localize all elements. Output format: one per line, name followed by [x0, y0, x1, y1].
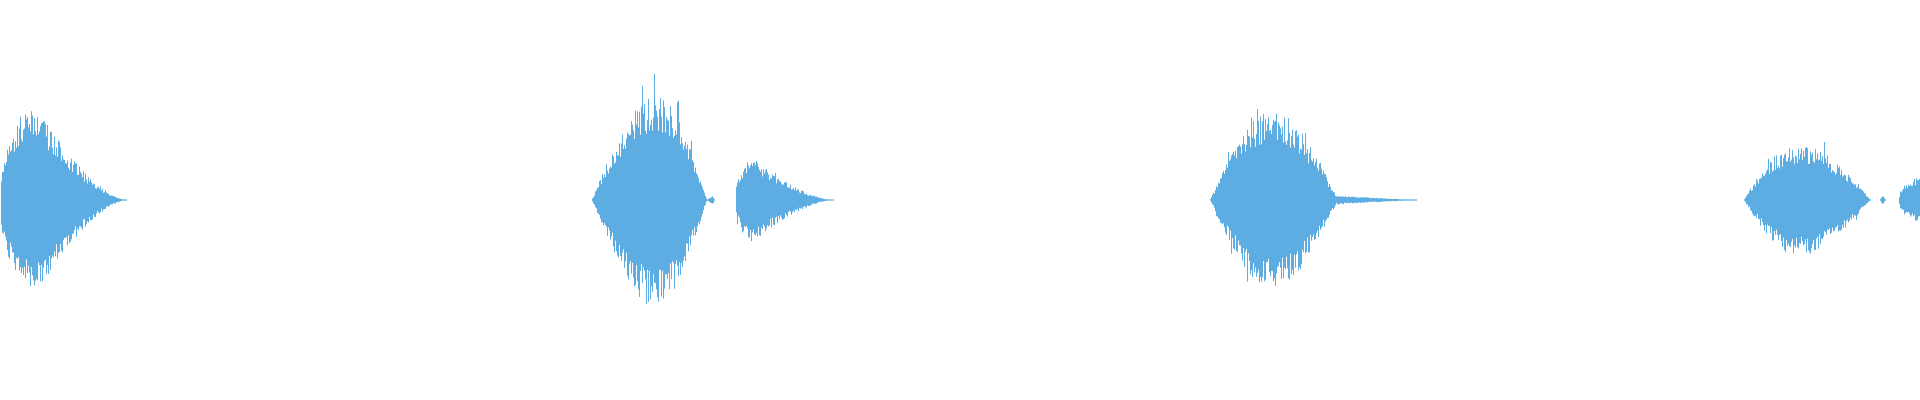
- waveform-burst: [592, 73, 707, 304]
- waveform-burst: [1880, 196, 1886, 204]
- waveform-burst: [1210, 109, 1417, 286]
- waveform-burst: [1899, 176, 1920, 221]
- waveform-burst: [1744, 142, 1871, 254]
- waveform-bursts: [1, 73, 1920, 304]
- waveform-burst: [707, 196, 715, 204]
- waveform-burst: [736, 161, 834, 242]
- waveform-burst: [1, 111, 127, 287]
